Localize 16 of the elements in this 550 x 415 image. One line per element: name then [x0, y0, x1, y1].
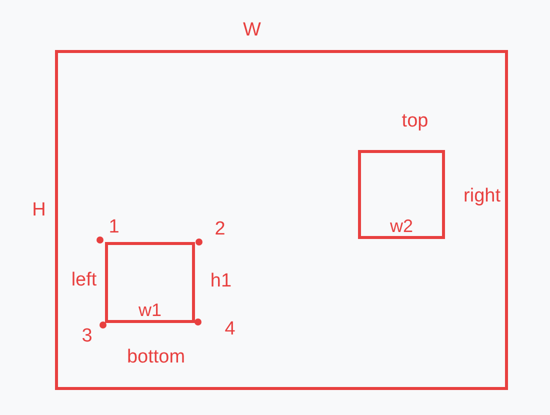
box-label: w1 [138, 301, 162, 319]
dimension-label: 2 [214, 220, 226, 238]
dimension-label: left [71, 270, 97, 290]
dimension-label: W [243, 20, 261, 40]
box-label: w2 [390, 217, 413, 235]
dimension-label: h1 [210, 272, 232, 290]
dimension-label: H [32, 200, 46, 220]
rectangle-box [105, 242, 195, 323]
dimension-label: 1 [108, 218, 120, 236]
dimension-label: bottom [126, 348, 186, 366]
dimension-label: 4 [224, 320, 236, 338]
dimension-label: top [402, 112, 428, 130]
dimension-label: 3 [82, 326, 92, 346]
rectangle-box [358, 150, 445, 239]
outer-rectangle [55, 50, 508, 390]
dimension-label: right [464, 186, 500, 206]
